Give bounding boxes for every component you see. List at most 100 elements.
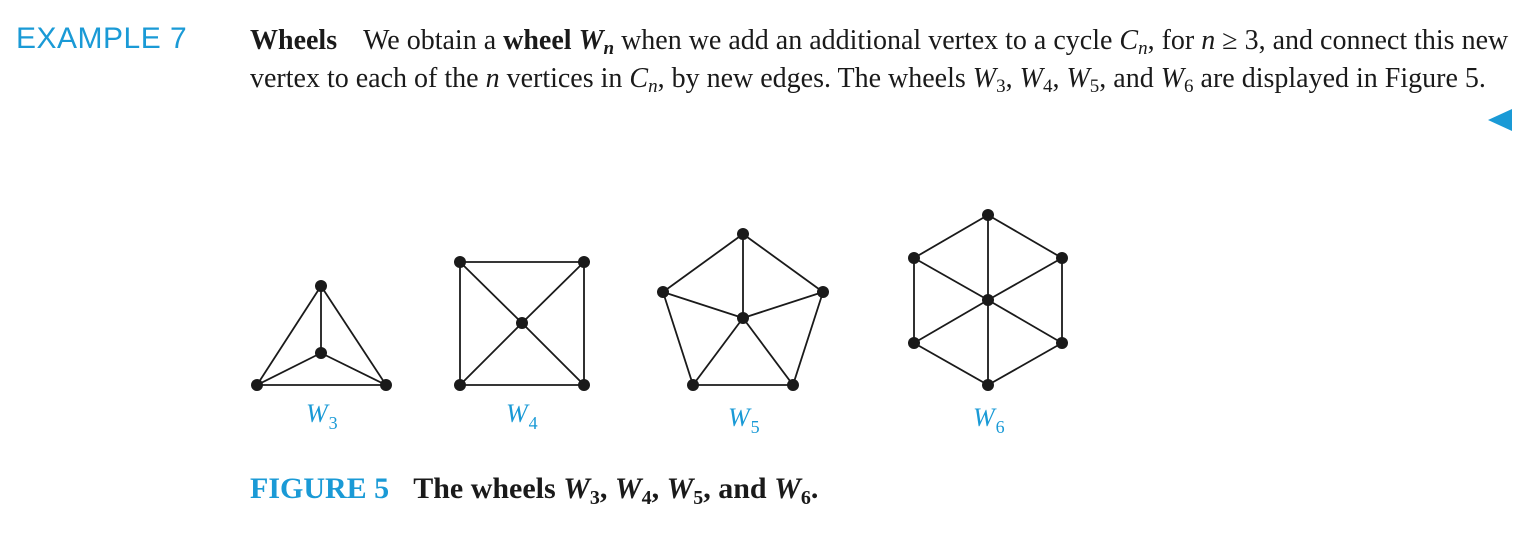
figure-number: FIGURE 5	[250, 472, 390, 505]
rim-vertex	[737, 228, 749, 240]
example-heading: Wheels	[250, 25, 338, 56]
rim-edge	[662, 233, 744, 293]
text-segment: ,	[1005, 63, 1020, 94]
math-symbol: W	[1066, 63, 1090, 94]
spoke-edge	[742, 317, 794, 386]
graph-label-subscript: 4	[529, 413, 538, 433]
math-symbol: W	[1160, 63, 1185, 94]
graph-label-symbol: W	[728, 403, 752, 432]
hub-vertex	[315, 347, 327, 359]
spoke-edge	[521, 261, 585, 324]
math-subscript: 5	[693, 487, 704, 509]
caption-text: ,	[599, 472, 615, 505]
wheel-graph-w4: W4	[454, 256, 590, 433]
math-subscript: n	[1138, 38, 1148, 59]
math-subscript: 4	[1042, 76, 1053, 97]
graph-label-symbol: W	[306, 399, 330, 428]
spoke-edge	[459, 261, 523, 324]
text-segment: , and	[1099, 63, 1161, 94]
math-symbol: W	[666, 472, 694, 505]
graph-label-subscript: 3	[329, 413, 338, 433]
rim-vertex	[908, 337, 920, 349]
text-segment: , by new edges. The wheels	[657, 63, 973, 94]
rim-vertex	[578, 256, 590, 268]
math-symbol: W	[972, 63, 997, 94]
text-segment: ≥ 3, and connect this new vertex to each…	[250, 25, 1509, 94]
spoke-edge	[459, 322, 523, 386]
math-symbol: W	[614, 472, 642, 505]
wheel-graph-w3: W3	[251, 280, 392, 433]
graph-label-subscript: 5	[751, 417, 760, 437]
spoke-edge	[320, 352, 387, 386]
hub-vertex	[516, 317, 528, 329]
rim-vertex	[787, 379, 799, 391]
rim-vertex	[315, 280, 327, 292]
caption-text: ,	[651, 472, 667, 505]
rim-vertex	[657, 286, 669, 298]
spoke-edge	[256, 352, 322, 386]
text-segment: We obtain a	[363, 25, 504, 56]
math-subscript: n	[648, 76, 658, 97]
rim-vertex	[380, 379, 392, 391]
rim-edge	[913, 214, 989, 259]
text-segment: vertices in	[499, 63, 630, 94]
spoke-edge	[913, 299, 989, 344]
rim-vertex	[982, 209, 994, 221]
rim-vertex	[578, 379, 590, 391]
rim-vertex	[1056, 252, 1068, 264]
graph-label: W4	[506, 399, 538, 433]
rim-edge	[913, 342, 989, 386]
spoke-edge	[662, 291, 744, 319]
math-symbol: C	[629, 63, 649, 94]
graph-label: W5	[728, 403, 760, 437]
wheel-graph-w6: W6	[908, 209, 1068, 437]
rim-vertex	[687, 379, 699, 391]
graph-label-symbol: W	[506, 399, 530, 428]
rim-vertex	[817, 286, 829, 298]
term-symbol: W	[578, 25, 604, 56]
term-wheel: wheel	[503, 25, 579, 56]
rim-edge	[987, 342, 1063, 386]
text-segment: ,	[1052, 63, 1067, 94]
math-subscript: 3	[589, 487, 600, 509]
math-subscript: 5	[1089, 76, 1100, 97]
graph-label: W6	[973, 403, 1005, 437]
math-symbol: W	[1019, 63, 1043, 94]
spoke-edge	[987, 257, 1063, 301]
math-symbol: W	[563, 472, 590, 505]
math-symbol: W	[774, 472, 801, 505]
math-symbol: C	[1119, 25, 1139, 56]
math-subscript: 4	[641, 487, 652, 509]
graph-label: W3	[306, 399, 338, 433]
rim-vertex	[908, 252, 920, 264]
spoke-edge	[521, 322, 585, 386]
caption-text: The wheels	[413, 472, 564, 505]
graph-label-subscript: 6	[996, 417, 1005, 437]
spoke-edge	[742, 291, 824, 319]
text-segment: , for	[1147, 25, 1202, 56]
spoke-edge	[987, 299, 1063, 344]
math-symbol: n	[485, 63, 500, 94]
graph-label-symbol: W	[973, 403, 997, 432]
hub-vertex	[982, 294, 994, 306]
example-label: EXAMPLE 7	[16, 22, 188, 55]
text-segment: are displayed in Figure 5.	[1193, 63, 1486, 94]
rim-vertex	[454, 256, 466, 268]
rim-edge	[662, 291, 694, 386]
caption-text: , and	[703, 472, 775, 505]
caption-text: .	[810, 472, 819, 505]
rim-vertex	[982, 379, 994, 391]
term-subscript: n	[603, 38, 615, 59]
spoke-edge	[692, 317, 744, 386]
math-subscript: 6	[800, 487, 811, 509]
rim-edge	[742, 233, 824, 293]
rim-edge	[792, 291, 824, 386]
rim-vertex	[1056, 337, 1068, 349]
hub-vertex	[737, 312, 749, 324]
math-subscript: 3	[996, 76, 1006, 97]
end-of-example-triangle-icon	[1488, 109, 1512, 131]
rim-vertex	[251, 379, 263, 391]
